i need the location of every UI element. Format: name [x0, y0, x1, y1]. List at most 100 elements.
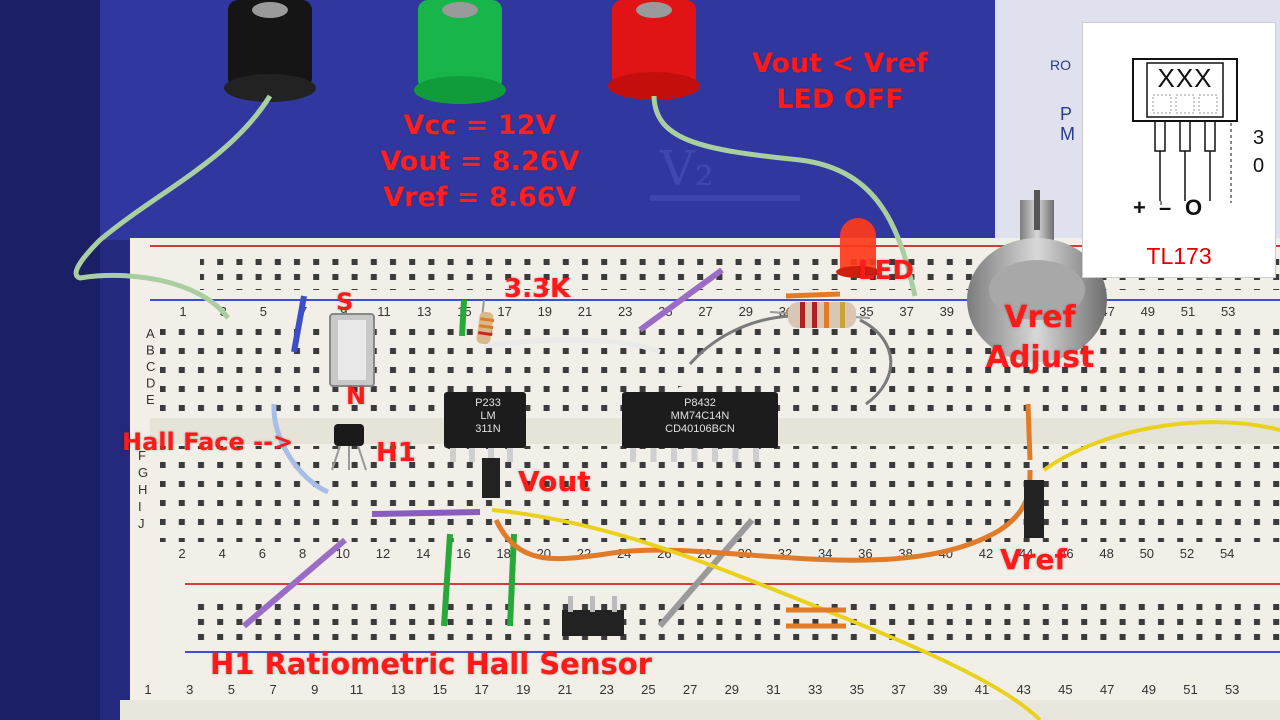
row-number-top: 17 — [497, 304, 511, 319]
magnet-south-label: S — [336, 288, 354, 316]
header-vref — [1024, 480, 1044, 538]
row-number-top: 1 — [179, 304, 186, 319]
row-number-bottom: 23 — [599, 682, 613, 697]
svg-text:RO: RO — [1050, 57, 1071, 73]
wire-ground — [73, 94, 273, 320]
hall-sensor-h1 — [331, 424, 367, 471]
row-letter: G — [138, 465, 148, 480]
vref-adjust-line1: Vref — [1004, 300, 1076, 335]
row-number-top: 9 — [340, 304, 347, 319]
row-letter: F — [138, 448, 146, 463]
side-digit-0: 0 — [1253, 155, 1265, 177]
row-number-top: 51 — [1181, 304, 1195, 319]
row-number-mid: 12 — [376, 546, 390, 561]
vref-value-label: Vref = 8.66V — [383, 182, 577, 213]
row-number-bottom: 31 — [766, 682, 780, 697]
wire-white — [483, 337, 661, 355]
vout-label: Vout — [518, 465, 591, 498]
row-number-top: 11 — [377, 304, 391, 319]
chip-lm311-line2: LM — [480, 410, 495, 422]
pin-plus: + — [1133, 195, 1146, 220]
row-letter: I — [138, 499, 142, 514]
svg-text:P: P — [1060, 104, 1072, 124]
resistor-horizontal — [769, 302, 871, 328]
chip-mm74c14: P8432 MM74C14N CD40106BCN — [622, 386, 778, 462]
row-letter: A — [146, 326, 155, 341]
led-state-label: LED OFF — [776, 84, 904, 115]
chip-pin — [630, 448, 636, 462]
row-number-top: 35 — [859, 304, 873, 319]
resistor-3-3k — [476, 299, 495, 345]
row-number-mid: 18 — [496, 546, 510, 561]
row-number-bottom: 11 — [350, 682, 364, 697]
voltage-readings: Vcc = 12V Vout = 8.26V Vref = 8.66V — [360, 108, 600, 216]
binding-post-black — [224, 0, 316, 102]
vref-label: Vref — [1000, 543, 1067, 576]
row-letter: D — [146, 376, 155, 391]
chip-74c14-line2: MM74C14N — [671, 410, 730, 422]
comparison-note: Vout < Vref LED OFF — [720, 46, 960, 118]
row-number-mid: 4 — [219, 546, 226, 561]
row-number-mid: 14 — [416, 546, 430, 561]
row-number-top: 21 — [578, 304, 592, 319]
row-number-bottom: 47 — [1100, 682, 1114, 697]
row-number-bottom: 49 — [1142, 682, 1156, 697]
row-number-bottom: 21 — [558, 682, 572, 697]
chip-pin — [650, 448, 657, 462]
row-number-top: 37 — [899, 304, 913, 319]
wire-yellow — [491, 508, 1042, 720]
chip-lm311: P233 LM 311N — [444, 392, 526, 462]
chip-pin — [753, 448, 759, 462]
row-number-bottom: 5 — [228, 682, 235, 697]
potentiometer — [967, 190, 1107, 362]
row-letter: J — [138, 516, 145, 531]
row-number-bottom: 35 — [850, 682, 864, 697]
pin-minus: – — [1159, 195, 1172, 220]
led-label: LED — [858, 256, 914, 286]
row-number-mid: 16 — [456, 546, 470, 561]
side-digit-3: 3 — [1253, 127, 1265, 149]
chip-pin — [732, 448, 739, 462]
row-number-bottom: 33 — [808, 682, 822, 697]
row-number-bottom: 17 — [474, 682, 488, 697]
row-number-mid: 8 — [299, 546, 306, 561]
row-number-top: 27 — [698, 304, 712, 319]
row-number-bottom: 3 — [186, 682, 193, 697]
binding-post-red — [608, 0, 700, 100]
tl173-package-drawing — [1132, 58, 1238, 205]
left-edge — [0, 0, 100, 720]
row-number-top: 13 — [417, 304, 431, 319]
row-number-bottom: 7 — [269, 682, 276, 697]
row-number-top: 29 — [739, 304, 753, 319]
caption-title: H1 Ratiometric Hall Sensor — [210, 647, 652, 681]
chip-pin — [691, 448, 698, 462]
row-number-top: 19 — [538, 304, 552, 319]
row-number-bottom: 29 — [725, 682, 739, 697]
svg-text:V₂: V₂ — [659, 141, 714, 197]
hall-face-label: Hall Face --> — [122, 428, 294, 456]
chip-pin — [671, 448, 677, 462]
vref-adjust-label: Vref Adjust — [960, 298, 1120, 378]
row-number-bottom: 41 — [975, 682, 989, 697]
row-number-bottom: 37 — [891, 682, 905, 697]
compare-label: Vout < Vref — [752, 48, 928, 79]
row-letter: B — [146, 343, 155, 358]
row-number-bottom: 51 — [1183, 682, 1197, 697]
magnet-north-label: N — [346, 382, 367, 410]
row-number-mid: 42 — [979, 546, 993, 561]
chip-74c14-line3: CD40106BCN — [665, 423, 735, 435]
row-number-mid: 52 — [1180, 546, 1194, 561]
row-number-top: 23 — [618, 304, 632, 319]
row-number-mid: 44 — [1019, 546, 1033, 561]
row-number-bottom: 1 — [144, 682, 151, 697]
svg-text:M: M — [1060, 124, 1075, 144]
row-number-mid: 54 — [1220, 546, 1234, 561]
wire-v2 — [651, 95, 918, 297]
pin-output: O — [1185, 195, 1203, 220]
chip-lm311-line3: 311N — [475, 423, 501, 435]
row-number-bottom: 39 — [933, 682, 947, 697]
chip-pin — [712, 448, 718, 462]
row-number-mid: 36 — [858, 546, 872, 561]
magnet — [329, 313, 375, 387]
vcc-label: Vcc = 12V — [403, 110, 557, 141]
